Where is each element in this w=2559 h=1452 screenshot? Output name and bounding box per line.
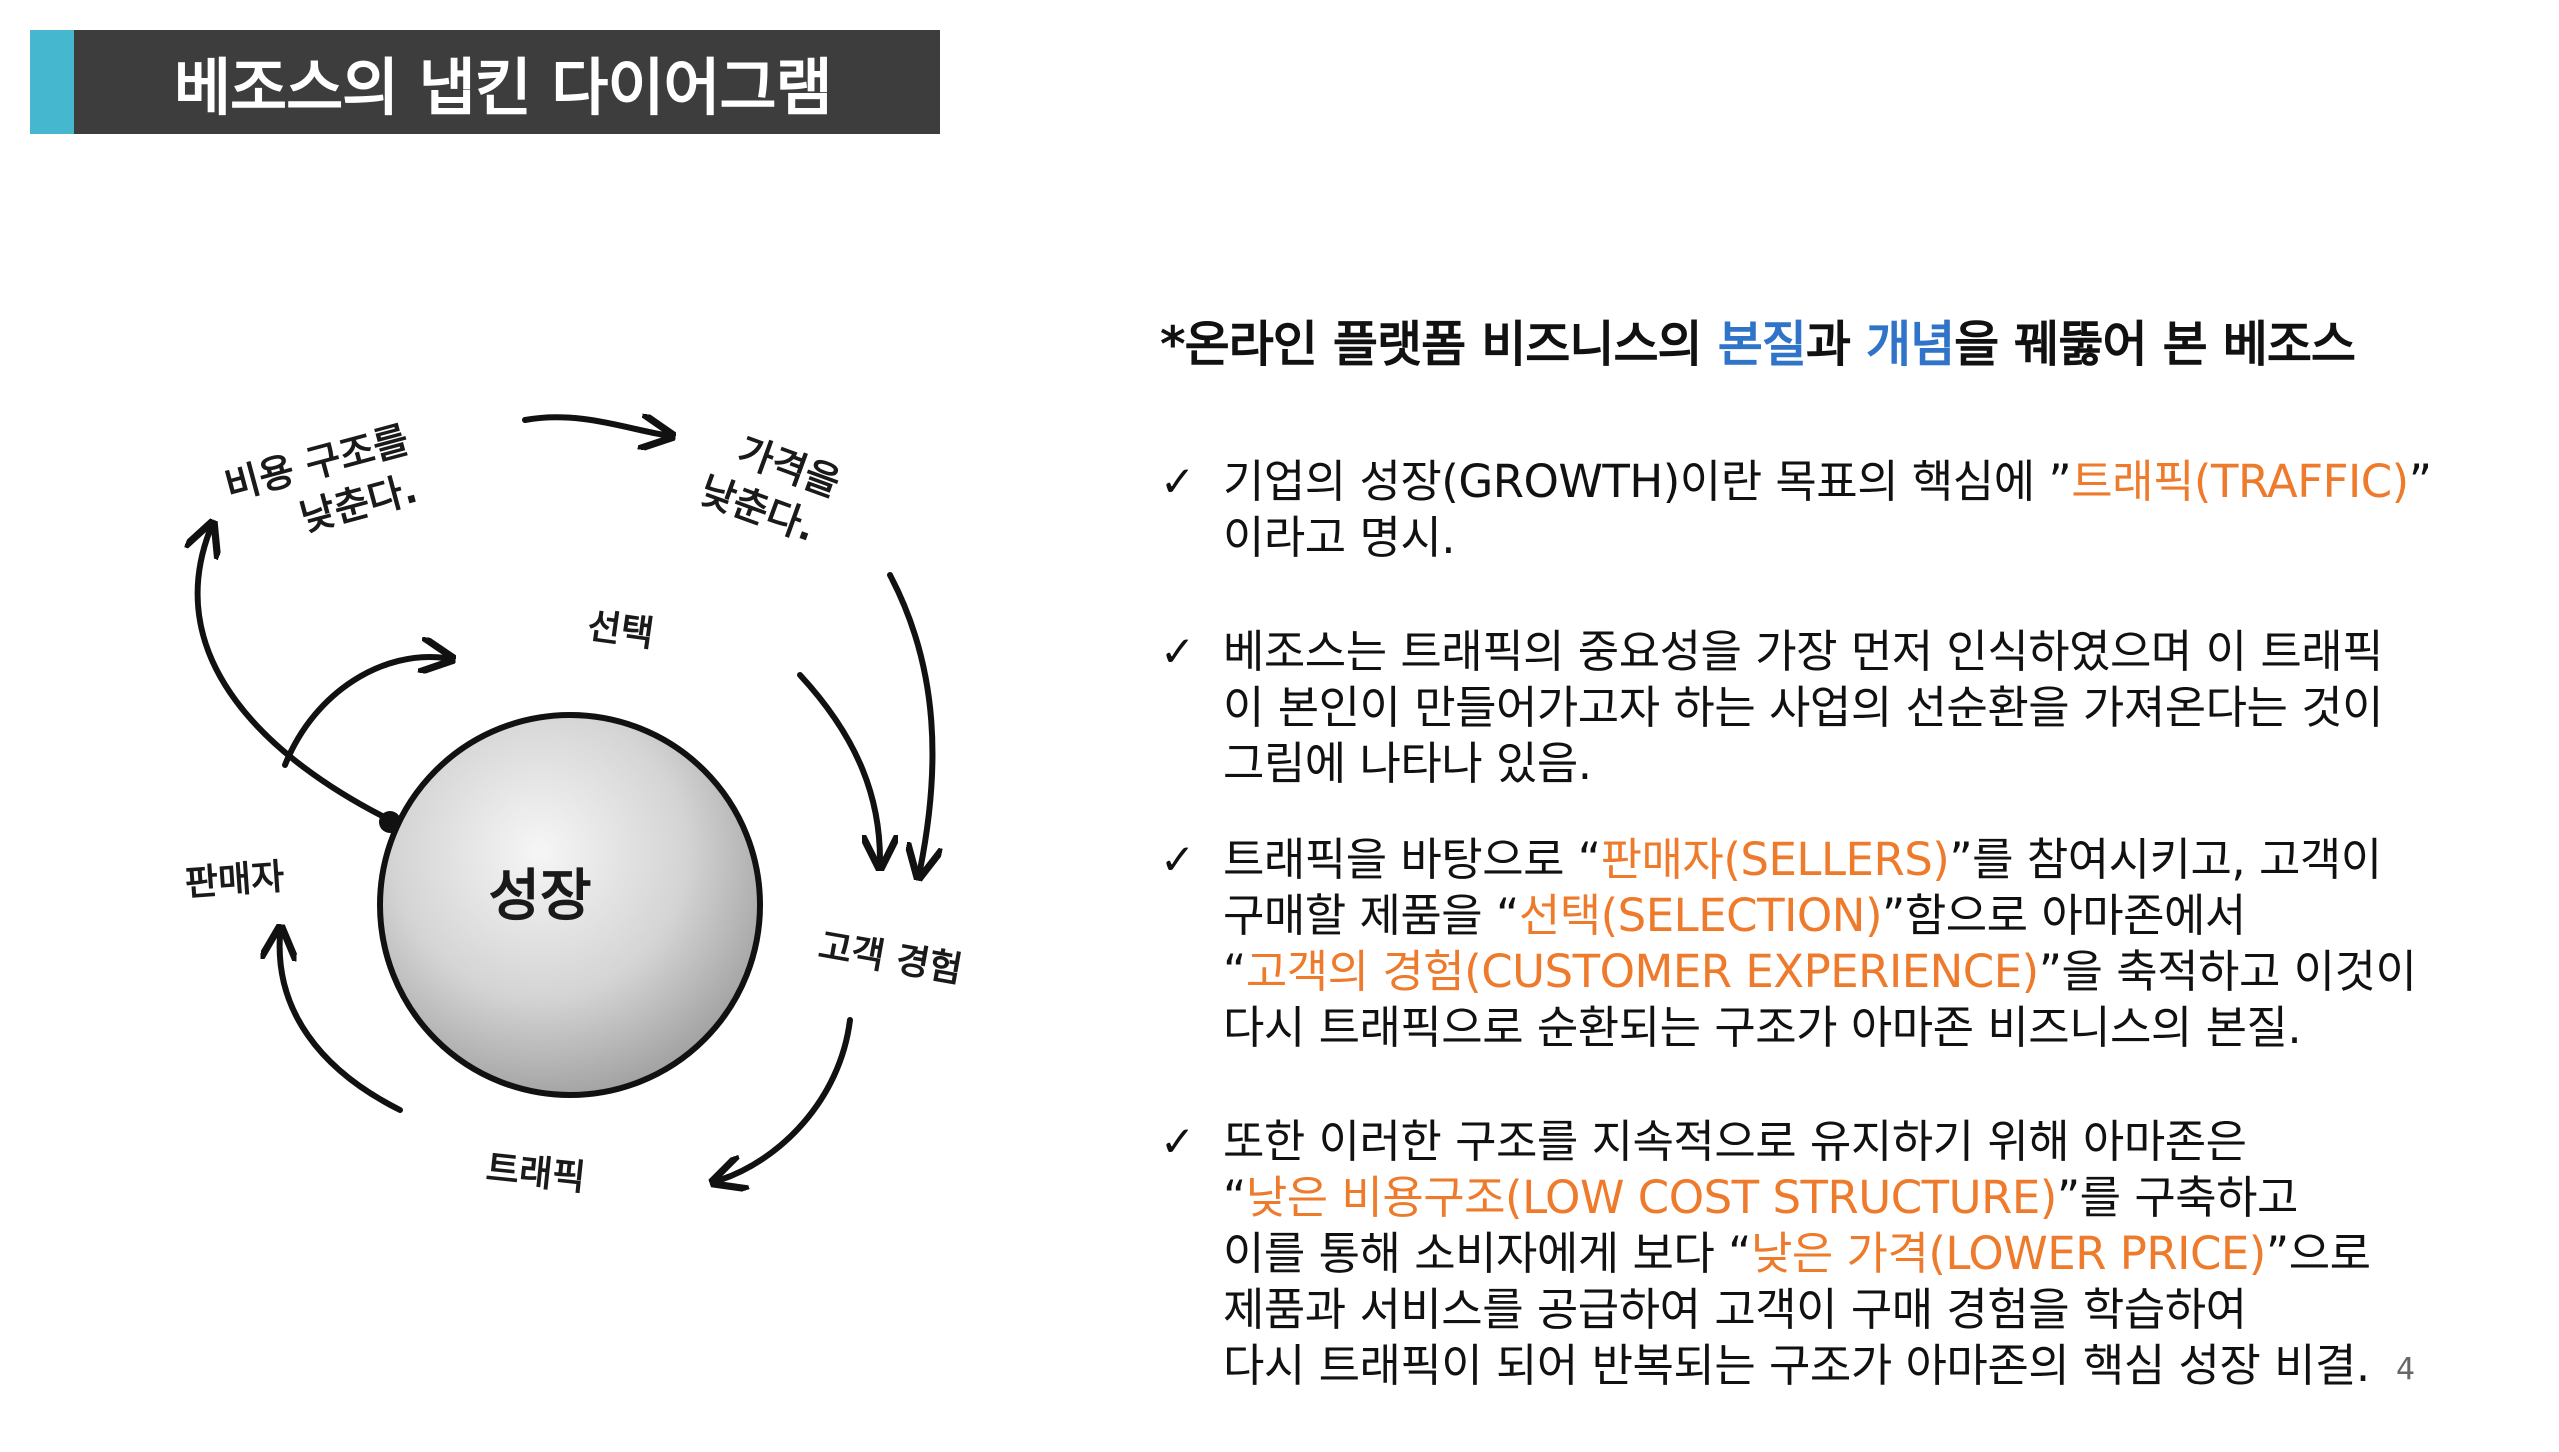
arrow-selection-to-experience xyxy=(797,672,880,860)
napkin-diagram: 성장 비용 구조를 낮춘다. 가격을 낮춘다. 선택 고객 경험 트래픽 판매자 xyxy=(184,380,965,1199)
arrow-experience-to-traffic xyxy=(720,1017,853,1180)
label-sellers: 판매자 xyxy=(184,857,286,905)
headline-highlight-essence: 본질 xyxy=(1717,316,1807,373)
label-traffic: 트래픽 xyxy=(484,1148,587,1199)
arrow-price-down xyxy=(887,572,932,870)
label-experience: 고객 경험 xyxy=(815,926,965,992)
slide-title: 베조스의 냅킨 다이어그램 xyxy=(174,51,833,124)
label-price: 가격을 낮춘다. xyxy=(694,428,846,550)
label-selection: 선택 xyxy=(585,606,656,656)
list-item: ✓ 베조스는 트래픽의 중요성을 가장 먼저 인식하였으며 이 트래픽 이 본인… xyxy=(1160,625,2384,790)
title-accent-stripe xyxy=(30,30,74,134)
arrow-sellers-to-selection xyxy=(282,657,445,768)
list-item: ✓ 트래픽을 바탕으로 “판매자(SELLERS)”를 참여시키고, 고객이 구… xyxy=(1160,833,2417,1054)
junction-dot xyxy=(379,811,401,833)
headline-highlight-concept: 개념 xyxy=(1866,316,1955,373)
check-icon: ✓ xyxy=(1160,627,1195,676)
page-number: 4 xyxy=(2396,1352,2416,1387)
headline-mid: 과 xyxy=(1805,316,1866,373)
arrow-traffic-to-sellers xyxy=(280,935,403,1113)
check-icon: ✓ xyxy=(1160,457,1195,506)
growth-circle xyxy=(377,712,763,1098)
list-item: ✓ 기업의 성장(GROWTH)이란 목표의 핵심에 ”트래픽(TRAFFIC)… xyxy=(1160,455,2432,564)
check-icon: ✓ xyxy=(1160,835,1195,884)
label-cost: 비용 구조를 낮춘다. xyxy=(220,417,422,540)
arrow-cost-to-price xyxy=(522,417,665,435)
headline-suffix: 을 꿰뚫어 본 베조스 xyxy=(1954,316,2356,373)
slide-title-bar: 베조스의 냅킨 다이어그램 xyxy=(30,30,940,134)
headline: *온라인 플랫폼 비즈니스의 본질과 개념을 꿰뚫어 본 베조스 xyxy=(1160,305,2530,376)
headline-prefix: *온라인 플랫폼 비즈니스의 xyxy=(1160,316,1718,373)
arrow-loop-to-cost xyxy=(198,530,393,823)
list-item: ✓ 또한 이러한 구조를 지속적으로 유지하기 위해 아마존은 “낮은 비용구조… xyxy=(1160,1115,2371,1392)
bullet-list: ✓ 기업의 성장(GROWTH)이란 목표의 핵심에 ”트래픽(TRAFFIC)… xyxy=(1160,454,2530,1394)
content-panel: *온라인 플랫폼 비즈니스의 본질과 개념을 꿰뚫어 본 베조스 ✓ 기업의 성… xyxy=(1160,305,2530,1452)
growth-label: 성장 xyxy=(488,864,591,929)
check-icon: ✓ xyxy=(1160,1117,1195,1166)
